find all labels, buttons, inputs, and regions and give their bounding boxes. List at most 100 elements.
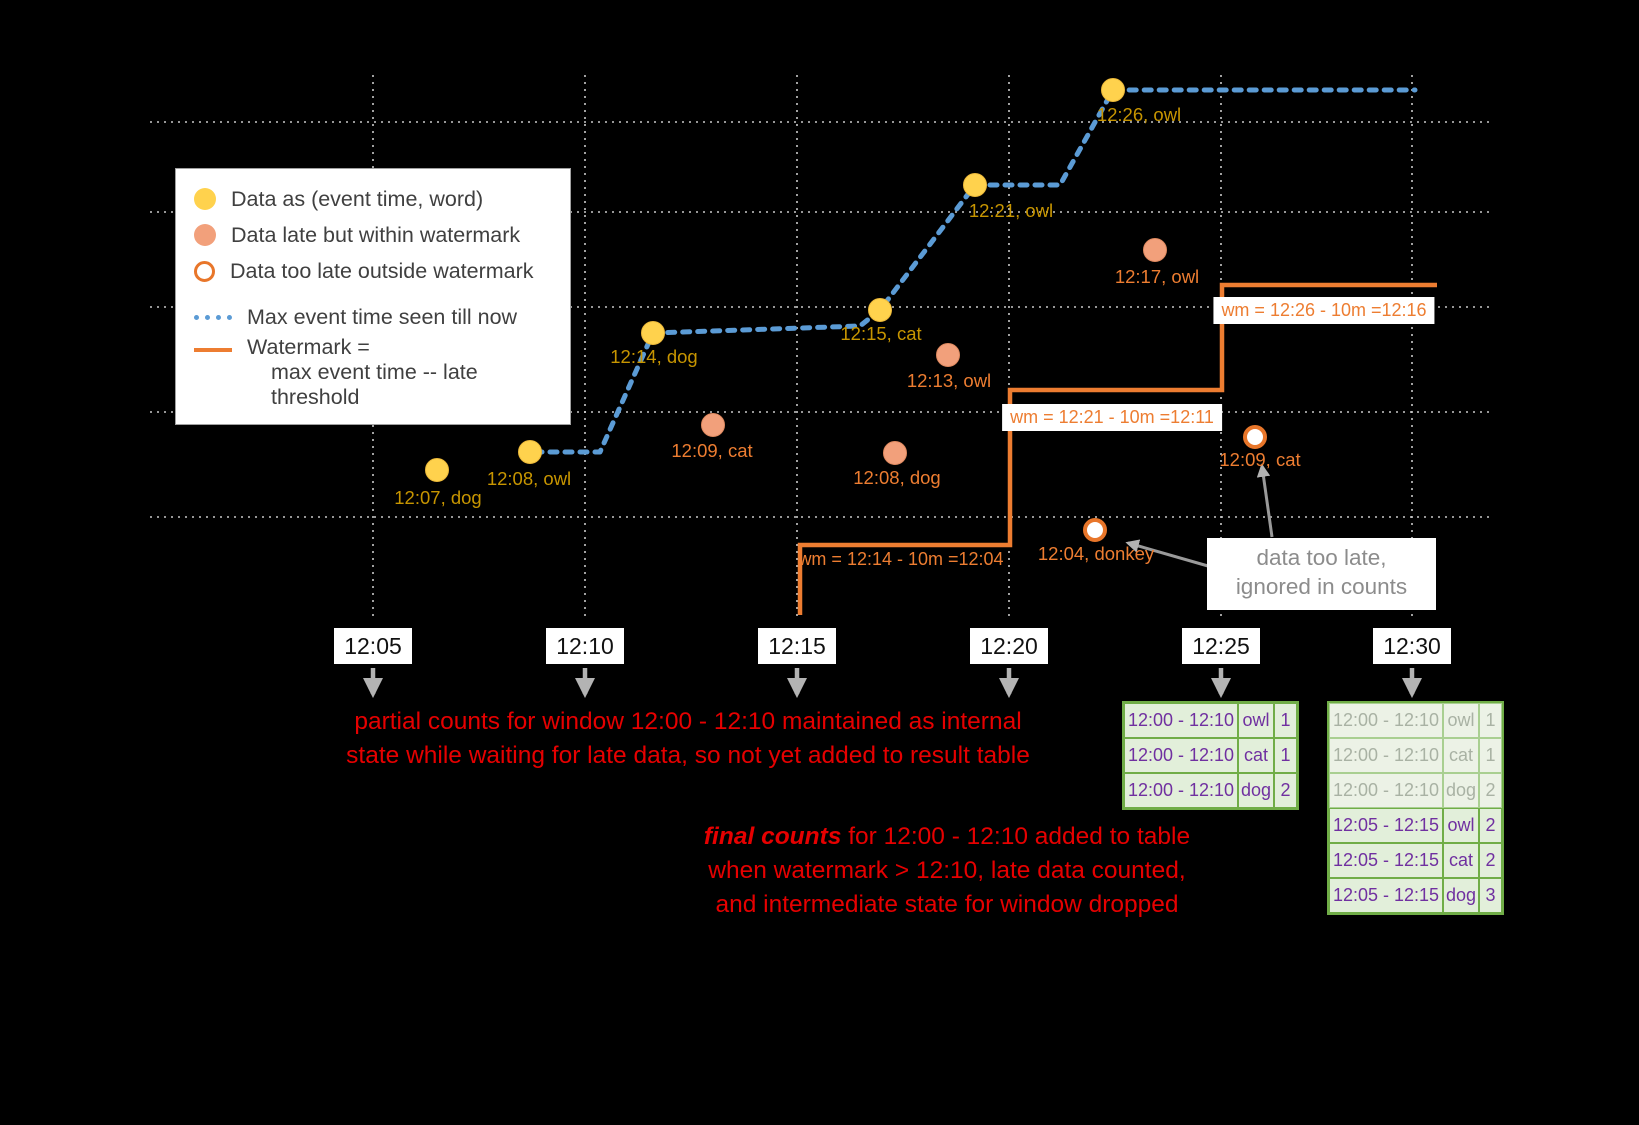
final-counts-emphasis: final counts (703, 823, 842, 850)
count-cell: 2 (1479, 773, 1502, 808)
time-tick-label: 12:20 (970, 628, 1048, 664)
on-time-point (425, 458, 449, 482)
too-late-arrow-icon (1125, 539, 1209, 568)
point-label: 12:07, dog (394, 487, 482, 508)
too-late-point (1243, 425, 1267, 449)
legend-watermark-sublabel: max event time -- late threshold (271, 360, 478, 409)
word-cell: cat (1443, 738, 1479, 773)
on-time-dot-icon (194, 188, 216, 210)
partial-counts-annotation: partial counts for window 12:00 - 12:10 … (346, 705, 1030, 773)
time-tick-label: 12:05 (334, 628, 412, 664)
late-point (1143, 238, 1167, 262)
window-cell: 12:00 - 12:10 (1124, 773, 1238, 808)
window-cell: 12:00 - 12:10 (1124, 703, 1238, 738)
point-label: 12:17, owl (1114, 266, 1200, 287)
max-event-line-icon (194, 314, 232, 320)
word-cell: cat (1443, 843, 1479, 878)
legend-label: Watermark = max event time -- late thres… (247, 335, 552, 410)
on-time-point (641, 321, 665, 345)
too-late-arrow-icon (1256, 463, 1274, 538)
time-tick-label: 12:25 (1182, 628, 1260, 664)
window-cell: 12:05 - 12:15 (1329, 808, 1443, 843)
count-cell: 1 (1274, 738, 1297, 773)
window-cell: 12:05 - 12:15 (1329, 878, 1443, 913)
point-label: 12:26, owl (1096, 104, 1182, 125)
on-time-point (1101, 78, 1125, 102)
legend-item-late: Data late but within watermark (194, 217, 552, 253)
legend-item-on-time: Data as (event time, word) (194, 181, 552, 217)
legend: Data as (event time, word) Data late but… (175, 168, 571, 425)
annotation-line: state while waiting for late data, so no… (346, 741, 1030, 769)
time-tick-label: 12:15 (758, 628, 836, 664)
late-dot-icon (194, 224, 216, 246)
window-cell: 12:00 - 12:10 (1329, 738, 1443, 773)
count-cell: 3 (1479, 878, 1502, 913)
legend-item-too-late: Data too late outside watermark (194, 253, 552, 289)
annotation-line: final counts for 12:00 - 12:10 added to … (704, 820, 1190, 854)
count-cell: 1 (1479, 703, 1502, 738)
legend-label: Data as (event time, word) (231, 186, 484, 211)
word-cell: cat (1238, 738, 1274, 773)
word-cell: owl (1443, 808, 1479, 843)
time-tick-label: 12:30 (1373, 628, 1451, 664)
legend-label: Data late but within watermark (231, 222, 521, 247)
max-event-time-line (532, 87, 1418, 455)
on-time-point (868, 298, 892, 322)
point-label: 12:09, cat (671, 440, 753, 461)
point-label: 12:14, dog (610, 346, 698, 367)
final-counts-annotation: final counts for 12:00 - 12:10 added to … (704, 820, 1190, 921)
legend-watermark-title: Watermark = (247, 335, 370, 359)
count-cell: 2 (1479, 808, 1502, 843)
too-late-point (1083, 518, 1107, 542)
watermark-line-icon (194, 348, 232, 352)
too-late-note-line: ignored in counts (1235, 573, 1408, 599)
on-time-point (518, 440, 542, 464)
watermark-step-line (797, 282, 1437, 615)
window-cell: 12:00 - 12:10 (1124, 738, 1238, 773)
window-cell: 12:00 - 12:10 (1329, 703, 1443, 738)
point-label: 12:08, dog (853, 467, 941, 488)
legend-spacer (194, 289, 552, 299)
window-cell: 12:00 - 12:10 (1329, 773, 1443, 808)
annotation-line-rest: for 12:00 - 12:10 added to table (841, 823, 1191, 850)
late-point (701, 413, 725, 437)
point-label: 12:09, cat (1219, 449, 1301, 470)
time-tick-label: 12:10 (546, 628, 624, 664)
word-cell: dog (1443, 878, 1479, 913)
count-cell: 2 (1274, 773, 1297, 808)
point-label: 12:21, owl (968, 200, 1054, 221)
annotation-line: partial counts for window 12:00 - 12:10 … (354, 708, 1022, 735)
legend-label: Data too late outside watermark (230, 258, 534, 283)
legend-item-max-event-line: Max event time seen till now (194, 299, 552, 335)
count-cell: 1 (1274, 703, 1297, 738)
legend-item-watermark-line: Watermark = max event time -- late thres… (194, 335, 552, 410)
window-cell: 12:05 - 12:15 (1329, 843, 1443, 878)
too-late-dot-icon (194, 260, 215, 282)
late-point (936, 343, 960, 367)
annotation-line: when watermark > 12:10, late data counte… (708, 856, 1186, 884)
point-label: 12:13, owl (906, 370, 992, 391)
too-late-note-line: data too late, (1256, 545, 1387, 570)
late-point (883, 441, 907, 465)
legend-label: Max event time seen till now (247, 304, 518, 329)
watermark-value-label: wm = 12:14 - 10m =12:04 (798, 549, 1004, 569)
count-cell: 1 (1479, 738, 1502, 773)
count-cell: 2 (1479, 843, 1502, 878)
annotation-line: and intermediate state for window droppe… (715, 890, 1179, 918)
word-cell: dog (1238, 773, 1274, 808)
point-label: 12:04, donkey (1037, 543, 1155, 564)
too-late-note: data too late, ignored in counts (1207, 538, 1436, 610)
word-cell: owl (1238, 703, 1274, 738)
on-time-point (963, 173, 987, 197)
